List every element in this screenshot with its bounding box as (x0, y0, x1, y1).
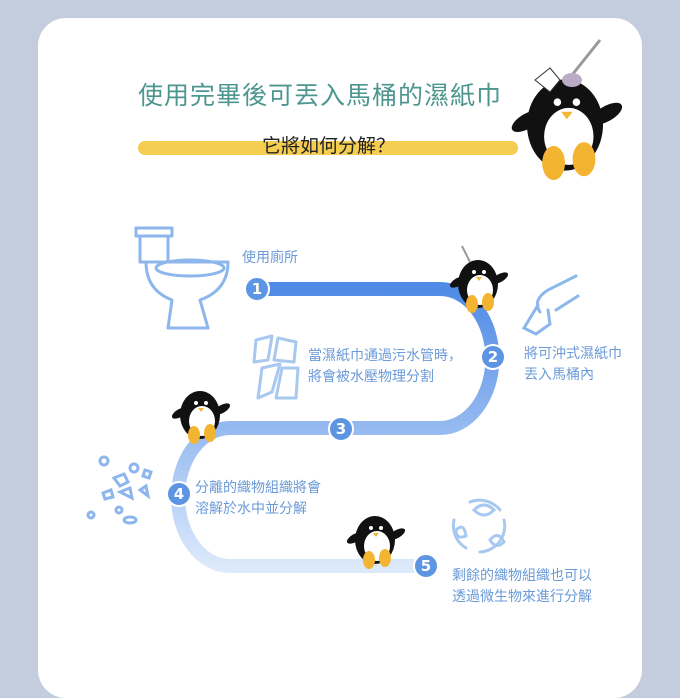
step-1-text: 使用廁所 (242, 248, 298, 269)
step-5-line: 透過微生物來進行分解 (452, 589, 592, 605)
torn-pieces-icon (252, 334, 300, 400)
step-2-line: 丟入馬桶內 (524, 367, 594, 383)
step-2-badge: 2 (480, 344, 506, 370)
fragments-icon (86, 455, 153, 525)
step-5-line: 剩餘的織物組織也可以 (452, 568, 592, 584)
penguin-mascot-header (508, 79, 626, 181)
step-5-badge: 5 (413, 553, 439, 579)
toilet-icon (134, 226, 230, 330)
step-4-badge: 4 (166, 481, 192, 507)
step-3-line: 將會被水壓物理分割 (308, 369, 434, 385)
step-1-line: 使用廁所 (242, 250, 298, 266)
penguin-mascot-step3 (170, 391, 232, 444)
page-title: 使用完畢後可丟入馬桶的濕紙巾 (138, 81, 503, 110)
step-4-line: 分離的織物組織將會 (195, 480, 321, 496)
step-1-badge: 1 (244, 276, 270, 302)
step-2-text: 將可沖式濕紙巾 丟入馬桶內 (524, 344, 622, 386)
penguin-mascot-step2 (448, 260, 510, 313)
page-subtitle: 它將如何分解？ (262, 135, 396, 157)
hand-wipe-icon (521, 274, 580, 336)
step-3-badge: 3 (328, 416, 354, 442)
step-3-text: 當濕紙巾通過污水管時， 將會被水壓物理分割 (308, 346, 462, 388)
step-2-line: 將可沖式濕紙巾 (524, 346, 622, 362)
highlight-stripe (138, 141, 518, 155)
step-4-line: 溶解於水中並分解 (195, 501, 307, 517)
step-4-text: 分離的織物組織將會 溶解於水中並分解 (195, 478, 321, 520)
step-5-text: 剩餘的織物組織也可以 透過微生物來進行分解 (452, 566, 592, 608)
step-3-line: 當濕紙巾通過污水管時， (308, 348, 462, 364)
recycle-leaf-icon (451, 498, 507, 554)
